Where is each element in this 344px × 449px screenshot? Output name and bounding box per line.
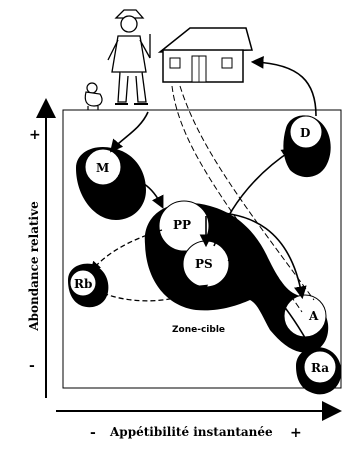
y-axis-plus: + <box>29 127 41 143</box>
node-circle-PP <box>158 200 210 252</box>
node-circle-M <box>84 148 122 186</box>
arrow-PS-to-D <box>213 148 295 247</box>
target-zone-label: Zone-cible <box>172 325 225 335</box>
node-label-PS: PS <box>195 257 213 271</box>
arrow-D-to-barn <box>250 56 317 117</box>
y-axis-label: Abondance relative <box>27 201 41 332</box>
dashed-line-barn-to-A-1 <box>171 85 303 313</box>
node-circle-Ra <box>303 350 337 384</box>
x-axis-label: Appétibilité instantanée <box>109 425 273 439</box>
arrow-PP-to-A <box>205 211 307 300</box>
y-axis-minus: - <box>29 358 35 374</box>
node-label-A: A <box>308 309 319 323</box>
node-circle-Rb <box>69 269 97 297</box>
arrow-PS-to-Ra <box>227 259 314 353</box>
node-label-M: M <box>96 161 109 175</box>
dashed-arrow-Rb-to-PS <box>95 284 209 302</box>
dashed-arrow-PP-to-Rb <box>90 229 163 272</box>
arrow-M-to-PP <box>117 175 164 209</box>
x-axis-plus: + <box>290 425 302 441</box>
node-label-PP: PP <box>173 218 191 232</box>
node-label-Rb: Rb <box>74 277 92 291</box>
shepherd-icon <box>107 9 151 105</box>
dog-icon <box>84 82 103 110</box>
node-label-Ra: Ra <box>311 361 329 375</box>
barn-icon <box>157 27 253 83</box>
x-axis-minus: - <box>90 425 96 441</box>
plot-frame <box>62 109 342 389</box>
arrow-shepherd-to-M <box>109 111 149 153</box>
dashed-line-barn-to-A-2 <box>179 85 315 301</box>
node-label-D: D <box>300 126 310 140</box>
node-circle-D <box>289 115 323 149</box>
